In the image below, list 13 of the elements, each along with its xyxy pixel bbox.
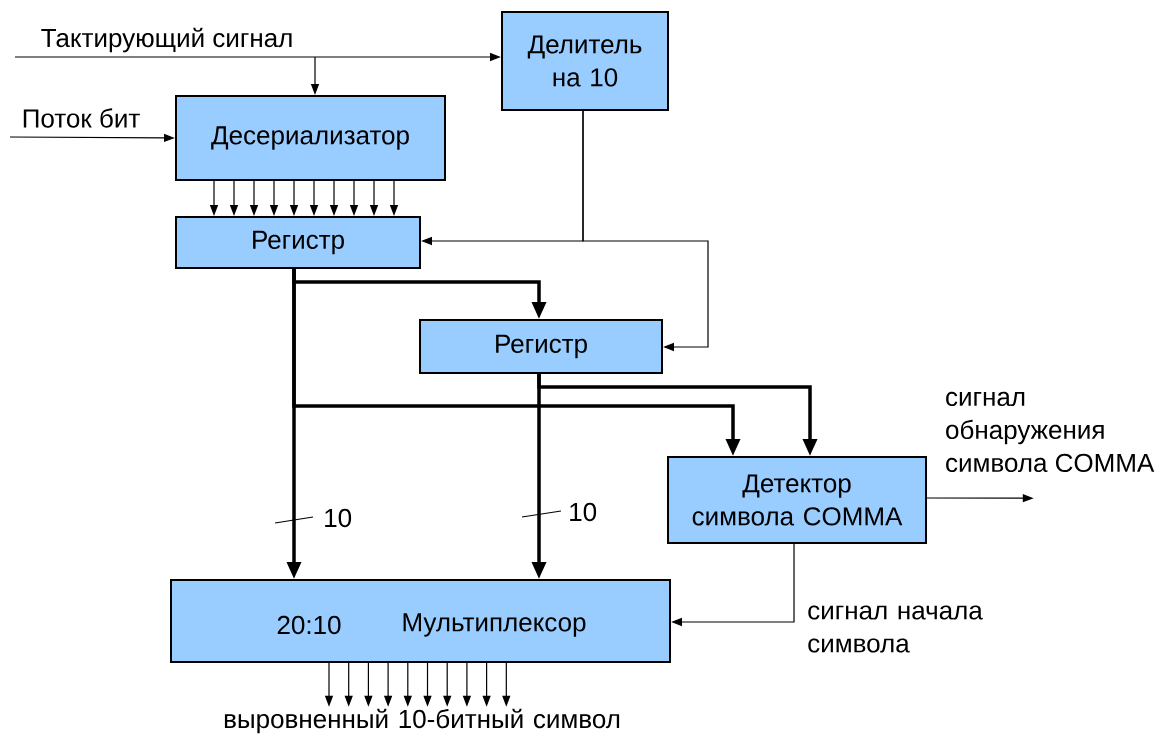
edge-label: сигнал начала символа	[808, 605, 983, 653]
output-label: сигнал обнаружения символа COMMA	[946, 391, 1155, 473]
edge-label: Поток бит	[23, 108, 140, 128]
register-box: Регистр	[419, 319, 663, 374]
multiplexer-box: 20:10 Мультиплексор	[170, 579, 671, 663]
detector-box: Детектор символа COMMA	[667, 456, 927, 544]
output-label: выровненный 10-битный символ	[224, 708, 620, 734]
edge-label: 10	[570, 502, 597, 522]
edge-label: 10	[325, 508, 352, 528]
deserializer-box: Десериализатор	[175, 95, 446, 181]
arrow	[582, 110, 709, 352]
edge-label: Тактирующий сигнал	[41, 27, 292, 53]
register-box: Регистр	[175, 216, 421, 269]
